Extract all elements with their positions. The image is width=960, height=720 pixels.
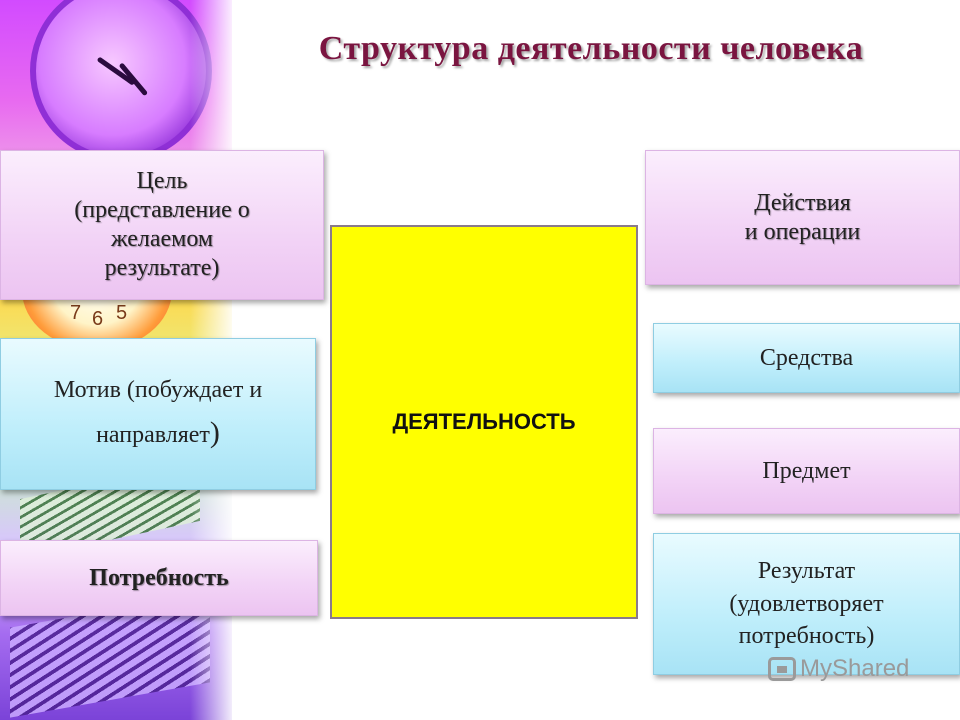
motive-box: Мотив (побуждает и направляет) — [0, 338, 316, 490]
activity-label: ДЕЯТЕЛЬНОСТЬ — [392, 409, 576, 434]
result-line-3: потребность) — [738, 623, 875, 650]
means-label: Средства — [759, 344, 854, 371]
presentation-icon — [768, 657, 796, 681]
watermark: MyShared — [768, 655, 909, 683]
need-box: Потребность — [0, 540, 318, 616]
goal-line-4: результате) — [104, 254, 220, 281]
result-line-2: (удовлетворяет — [729, 590, 884, 617]
slide-title: Структура деятельности человека — [318, 30, 864, 67]
goal-line-3: желаемом — [110, 226, 214, 252]
subject-label: Предмет — [762, 457, 851, 484]
motive-line-1: Мотив (побуждает и — [53, 376, 263, 403]
actions-line-1: Действия — [754, 189, 851, 216]
goal-line-1: Цель — [136, 168, 188, 195]
goal-line-2: (представление о — [74, 197, 250, 224]
goal-box: Цель (представление о желаемом результат… — [0, 150, 324, 300]
need-label: Потребность — [89, 564, 229, 591]
subject-box: Предмет — [653, 428, 960, 514]
actions-box: Действия и операции — [645, 150, 960, 285]
activity-box: ДЕЯТЕЛЬНОСТЬ — [330, 225, 638, 619]
means-box: Средства — [653, 323, 960, 393]
motive-paren: ) — [209, 416, 220, 450]
result-box: Результат (удовлетворяет потребность) — [653, 533, 960, 675]
motive-line-2-text: направляет — [96, 422, 210, 449]
actions-line-2: и операции — [744, 218, 861, 245]
motive-line-2: направляет) — [96, 409, 220, 457]
result-line-1: Результат — [757, 558, 856, 585]
watermark-text: MyShared — [800, 655, 910, 682]
